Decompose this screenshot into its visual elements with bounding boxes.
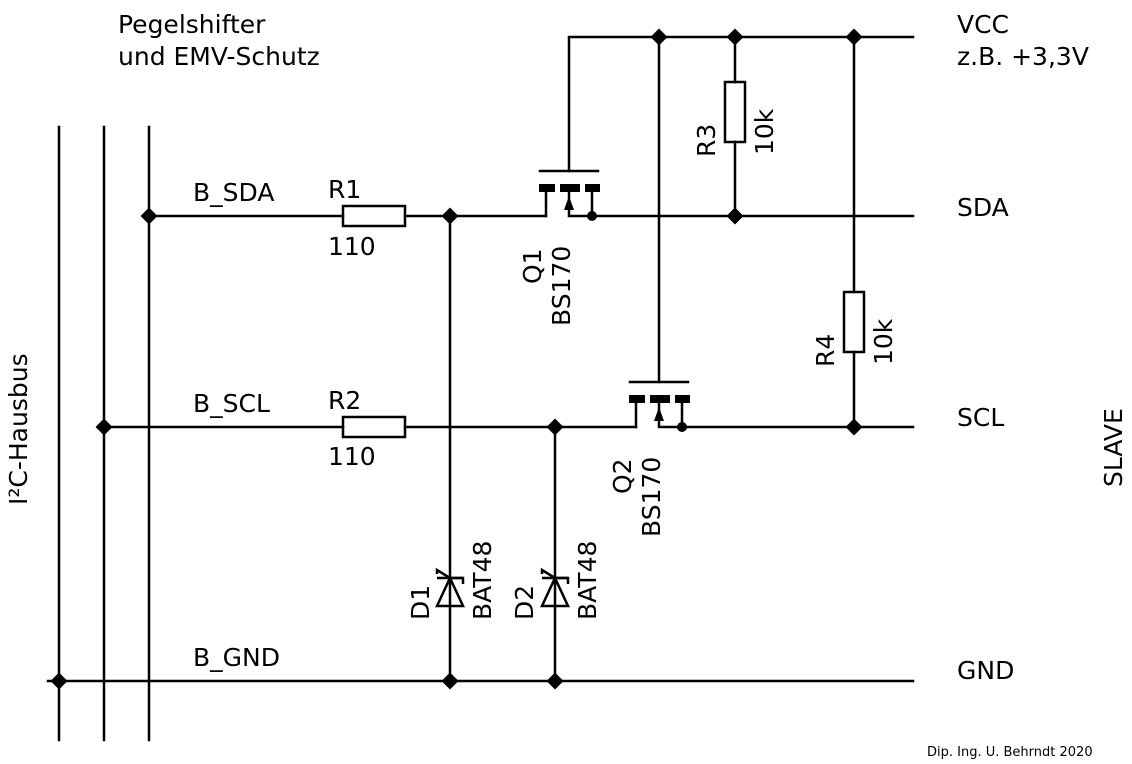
slave-label: SLAVE bbox=[1099, 408, 1128, 487]
junction bbox=[441, 672, 459, 690]
author-credit: Dip. Ing. U. Behrndt 2020 bbox=[927, 745, 1093, 760]
net-label-b-gnd: B_GND bbox=[193, 643, 280, 672]
r4-value: 10k bbox=[869, 318, 898, 365]
d2-value: BAT48 bbox=[573, 541, 602, 620]
net-label-b-scl: B_SCL bbox=[193, 389, 270, 418]
junction bbox=[546, 672, 564, 690]
junctions bbox=[50, 28, 863, 690]
q2-ref: Q2 bbox=[608, 458, 637, 494]
mosfet-q1 bbox=[538, 169, 600, 218]
junction bbox=[677, 422, 687, 432]
r2-value: 110 bbox=[328, 442, 376, 471]
junction bbox=[726, 207, 744, 225]
vcc-note: z.B. +3,3V bbox=[957, 42, 1089, 71]
gnd-label: GND bbox=[957, 656, 1014, 685]
title-line2: und EMV-Schutz bbox=[118, 42, 320, 71]
junction bbox=[50, 672, 68, 690]
junction bbox=[95, 418, 113, 436]
resistor-r4 bbox=[842, 290, 866, 354]
r3-ref: R3 bbox=[692, 124, 721, 157]
junction bbox=[546, 418, 564, 436]
junction bbox=[726, 28, 744, 46]
junction bbox=[845, 28, 863, 46]
d1-value: BAT48 bbox=[468, 541, 497, 620]
mosfet-q2 bbox=[628, 380, 690, 429]
r1-ref: R1 bbox=[328, 175, 361, 204]
vcc-label: VCC bbox=[957, 10, 1009, 39]
resistor-r1 bbox=[341, 204, 407, 228]
r4-ref: R4 bbox=[811, 334, 840, 367]
junction bbox=[845, 418, 863, 436]
resistor-r3 bbox=[723, 80, 747, 144]
r2-ref: R2 bbox=[328, 386, 361, 415]
net-label-b-sda: B_SDA bbox=[193, 178, 274, 207]
junction bbox=[587, 211, 597, 221]
sda-label: SDA bbox=[957, 193, 1009, 222]
diode-d1 bbox=[435, 567, 465, 608]
junction bbox=[140, 207, 158, 225]
bus-label: I²C-Hausbus bbox=[4, 353, 33, 505]
wire-vcc bbox=[567, 35, 915, 173]
q1-ref: Q1 bbox=[518, 248, 547, 284]
d1-ref: D1 bbox=[406, 585, 435, 620]
junction bbox=[650, 28, 668, 46]
junction bbox=[441, 207, 459, 225]
resistor-r2 bbox=[341, 415, 407, 439]
q1-value: BS170 bbox=[547, 246, 576, 326]
r1-value: 110 bbox=[328, 232, 376, 261]
d2-ref: D2 bbox=[510, 585, 539, 620]
scl-label: SCL bbox=[957, 403, 1004, 432]
q2-value: BS170 bbox=[637, 457, 666, 537]
r3-value: 10k bbox=[750, 108, 779, 155]
title-line1: Pegelshifter bbox=[118, 10, 266, 39]
diode-d2 bbox=[540, 567, 570, 608]
